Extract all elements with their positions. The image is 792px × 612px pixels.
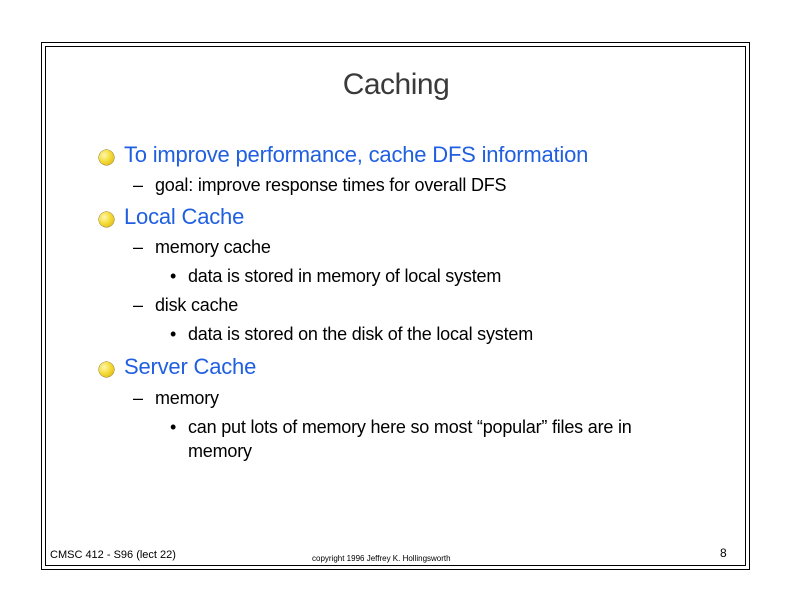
section-heading-performance: To improve performance, cache DFS inform… xyxy=(124,142,589,167)
dot-bullet: • xyxy=(170,417,177,437)
footer-copyright: copyright 1996 Jeffrey K. Hollingsworth xyxy=(312,554,451,563)
dash-bullet: – xyxy=(133,295,144,315)
page-number: 8 xyxy=(720,546,727,560)
subitem-popular-files: can put lots of memory here so most “pop… xyxy=(188,417,632,437)
subitem-memory-local: data is stored in memory of local system xyxy=(188,266,502,286)
item-memory: memory xyxy=(155,388,219,408)
item-memory-cache: memory cache xyxy=(155,237,271,257)
yellow-sphere-bullet-icon xyxy=(99,150,114,165)
slide-title: Caching xyxy=(342,68,450,101)
section-heading-local-cache: Local Cache xyxy=(124,204,245,229)
dash-bullet: – xyxy=(133,175,144,195)
dot-bullet: • xyxy=(170,266,177,286)
subitem-popular-files-continued: memory xyxy=(188,441,252,461)
dot-bullet: • xyxy=(170,324,177,344)
section-heading-server-cache: Server Cache xyxy=(124,354,257,379)
item-disk-cache: disk cache xyxy=(155,295,239,315)
dash-bullet: – xyxy=(133,237,144,257)
slide-frame xyxy=(41,42,750,570)
yellow-sphere-bullet-icon xyxy=(99,212,114,227)
footer-course: CMSC 412 - S96 (lect 22) xyxy=(50,549,176,561)
subitem-disk-local: data is stored on the disk of the local … xyxy=(188,324,533,344)
yellow-sphere-bullet-icon xyxy=(99,362,114,377)
slide-frame-inner xyxy=(45,46,746,566)
dash-bullet: – xyxy=(133,388,144,408)
item-goal: goal: improve response times for overall… xyxy=(155,175,507,195)
